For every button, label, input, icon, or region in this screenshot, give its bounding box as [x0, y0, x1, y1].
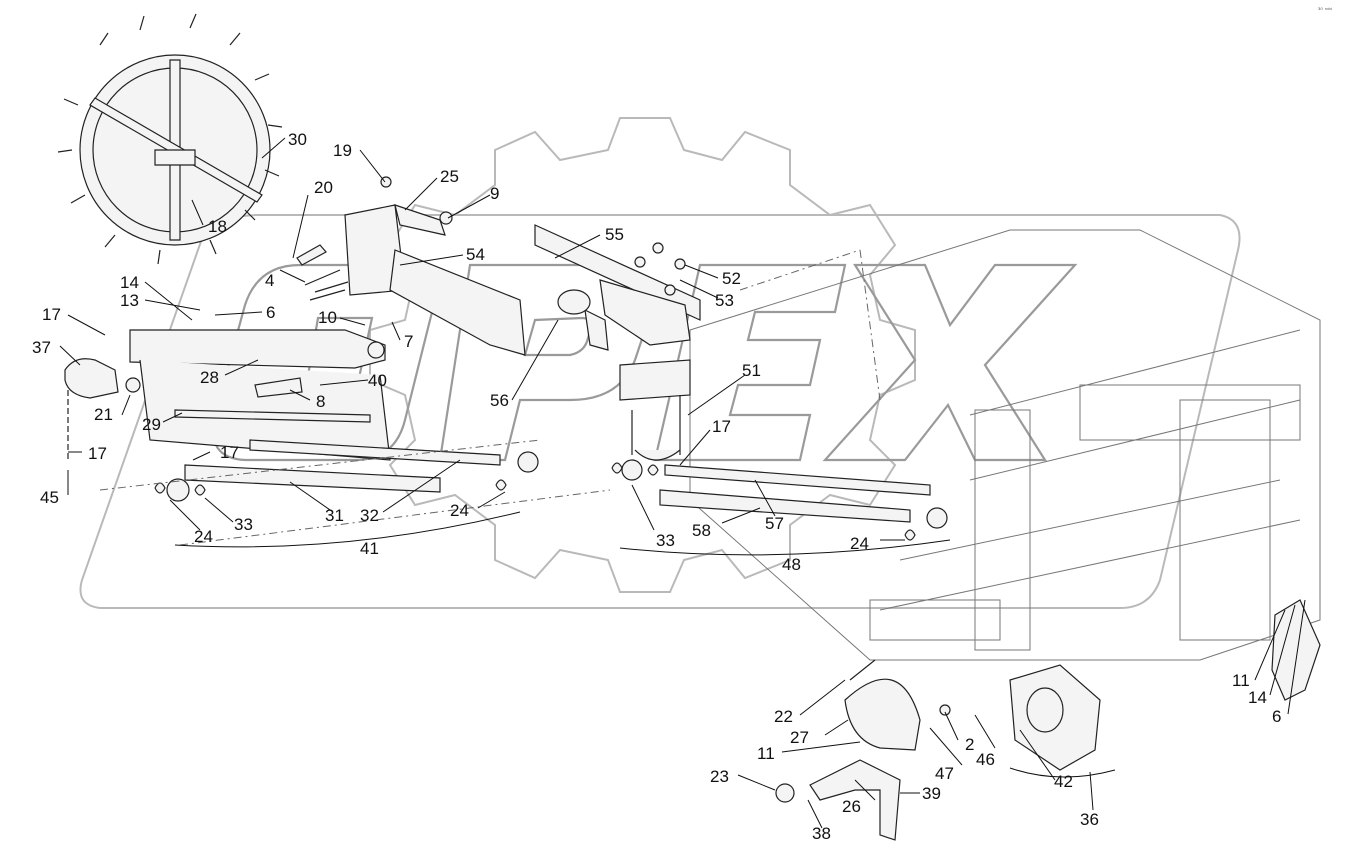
callout-label: 42 — [1054, 772, 1073, 791]
callout-label: 55 — [605, 225, 624, 244]
callout-label: 52 — [722, 269, 741, 288]
callout-label: 14 — [120, 273, 139, 292]
callout-label: 2 — [965, 735, 974, 754]
callout-label: 28 — [200, 368, 219, 387]
callout-label: 8 — [316, 392, 325, 411]
callout-label: 27 — [790, 728, 809, 747]
callout-label: 11 — [757, 744, 775, 763]
callout-label: 13 — [120, 291, 139, 310]
callout-label: 33 — [656, 531, 675, 550]
callout-label: 23 — [710, 767, 729, 786]
watermark-letter-e — [653, 263, 847, 462]
callout-label: 9 — [490, 184, 499, 203]
callout-label: 45 — [40, 488, 59, 507]
star-wheel — [57, 13, 283, 265]
callout-label: 48 — [782, 555, 801, 574]
callout-label: 6 — [1272, 707, 1281, 726]
callout-label: 17 — [42, 305, 61, 324]
callout-label: 26 — [842, 797, 861, 816]
callout-label: 21 — [94, 405, 113, 424]
machine-frame — [689, 229, 1321, 661]
callout-label: 18 — [208, 217, 227, 236]
callout-label: 17 — [712, 417, 731, 436]
watermark-gear — [369, 117, 916, 593]
callout-label: 53 — [715, 291, 734, 310]
callout-label: 19 — [333, 141, 352, 160]
callout-label: 56 — [490, 391, 509, 410]
callout-label: 32 — [360, 506, 379, 525]
callout-label: 29 — [142, 415, 161, 434]
callout-label: 11 — [1232, 671, 1250, 690]
watermark-shield — [79, 214, 1241, 609]
callout-label: 36 — [1080, 810, 1099, 829]
leader-lines — [59, 137, 1306, 829]
callout-label: 57 — [765, 514, 784, 533]
callout-label: 47 — [935, 764, 954, 783]
callout-label: 37 — [32, 338, 51, 357]
callout-label: 24 — [450, 501, 469, 520]
shafts-left — [99, 409, 611, 546]
callout-label: 7 — [404, 332, 413, 351]
callout-label: 54 — [466, 245, 485, 264]
watermark-letter-x — [822, 263, 1078, 462]
callout-label: 17 — [88, 444, 107, 463]
callout-label: 51 — [742, 361, 761, 380]
hub-and-bearing — [64, 358, 141, 460]
callout-label: 6 — [266, 303, 275, 322]
callout-label: 33 — [234, 515, 253, 534]
callout-label: 10 — [318, 308, 337, 327]
callout-label: 22 — [774, 707, 793, 726]
callout-label: 41 — [360, 539, 379, 558]
callout-label: 20 — [314, 178, 333, 197]
callout-label: 24 — [850, 534, 869, 553]
callout-label: 4 — [265, 271, 274, 290]
right-bracket — [534, 224, 701, 461]
callout-label: 17 — [220, 443, 239, 462]
side-plate — [129, 329, 391, 461]
callout-label: 31 — [325, 506, 344, 525]
callout-label: 24 — [194, 527, 213, 546]
callout-label: 40 — [368, 371, 387, 390]
callout-label: 46 — [976, 750, 995, 769]
bracket-assembly — [296, 176, 526, 356]
callout-label: 30 — [288, 130, 307, 149]
callout-label: 58 — [692, 521, 711, 540]
shafts-right — [611, 459, 948, 541]
corner-code: ³⁰ ⁿᵈᵈ — [1318, 7, 1333, 14]
callout-label: 25 — [440, 167, 459, 186]
callout-label: 39 — [922, 784, 941, 803]
callouts: 30 19 25 9 20 18 54 55 4 14 13 6 52 53 1… — [32, 130, 1281, 843]
callout-label: 38 — [812, 824, 831, 843]
gearbox-and-guard — [775, 599, 1321, 841]
callout-label: 14 — [1248, 688, 1267, 707]
